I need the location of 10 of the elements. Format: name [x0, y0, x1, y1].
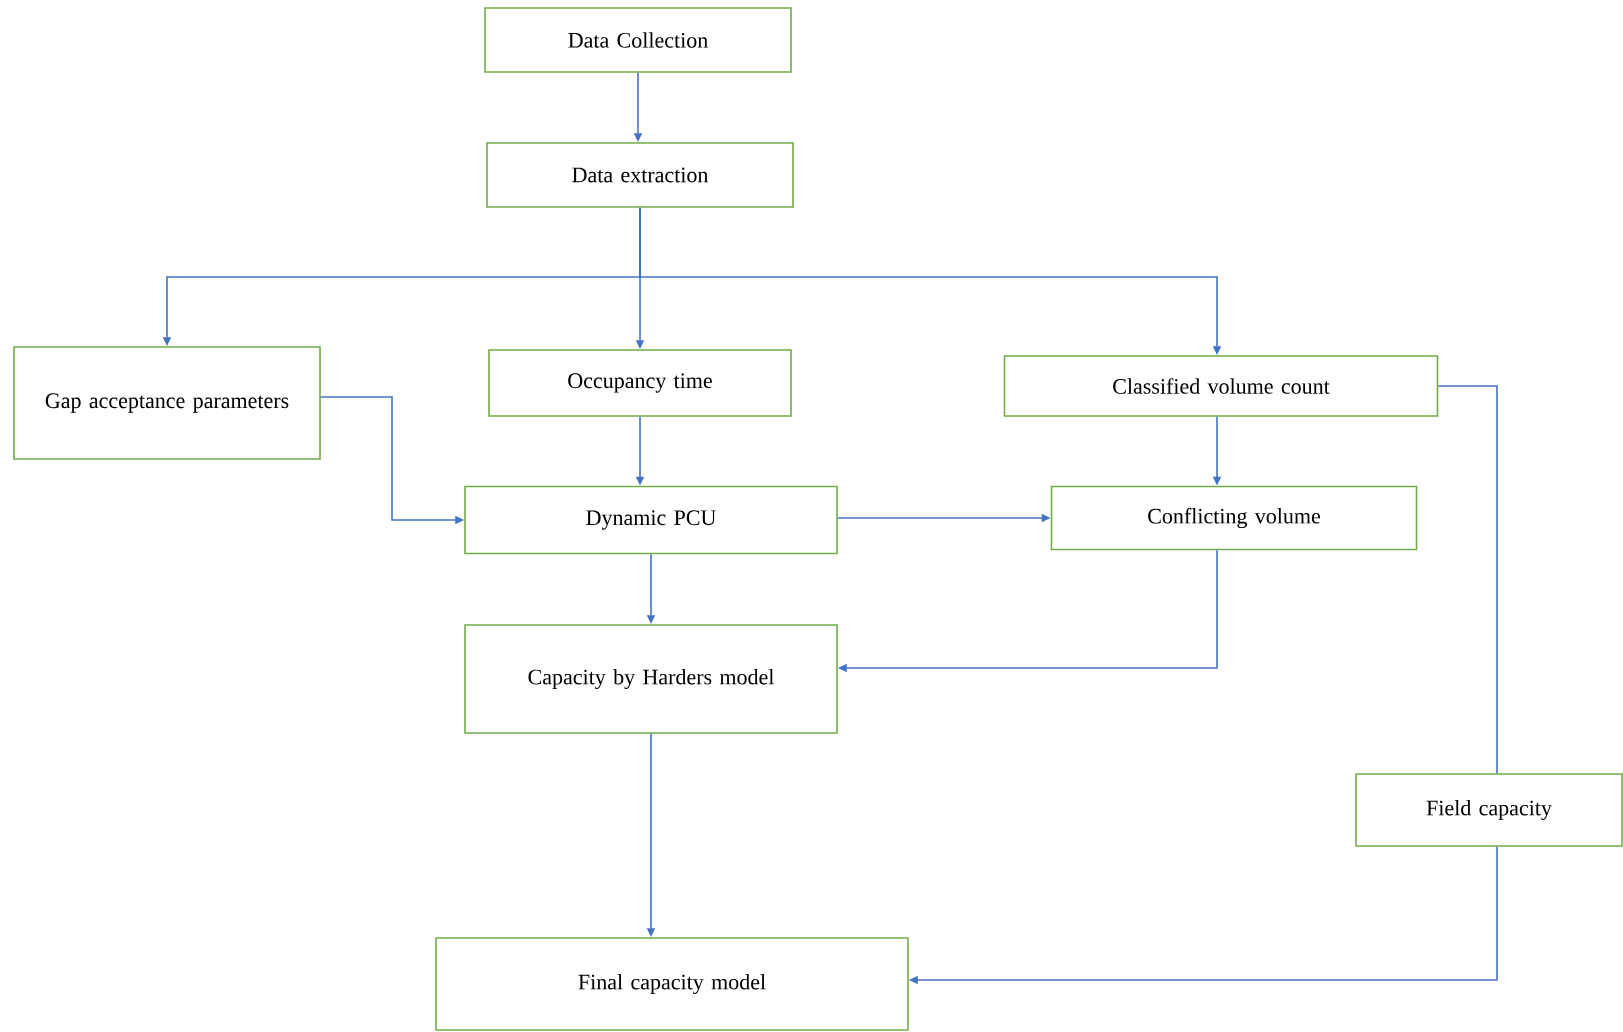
process-box: Occupancy time [488, 349, 792, 417]
process-box: Field capacity [1355, 773, 1623, 847]
process-box: Data extraction [486, 142, 794, 208]
process-box: Data Collection [484, 7, 792, 73]
process-box: Conflicting volume [1050, 485, 1418, 551]
process-box: Capacity by Harders model [464, 624, 838, 734]
process-box: Gap acceptance parameters [13, 346, 321, 460]
process-box: Classified volume count [1003, 355, 1439, 417]
process-box: Dynamic PCU [464, 485, 838, 555]
process-box: Final capacity model [435, 937, 909, 1031]
